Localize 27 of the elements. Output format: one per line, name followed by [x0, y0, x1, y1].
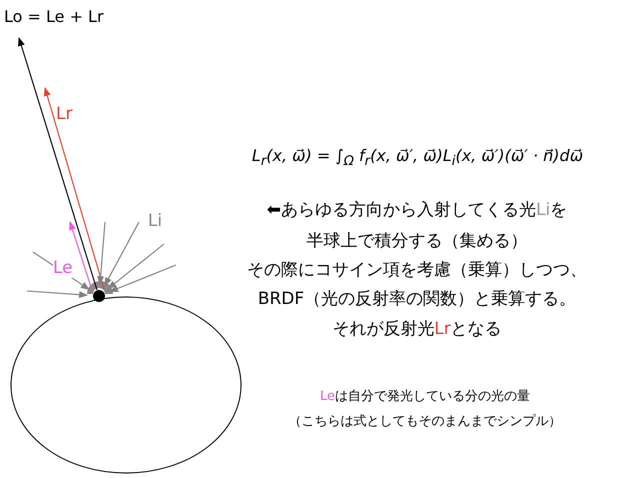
explanation-text: ⬅あらゆる方向から入射してくる光 [266, 200, 536, 220]
explanation-text: となる [450, 319, 502, 340]
explanation-text: BRDF（光の反射率の関数）と乗算する。 [258, 289, 576, 310]
arrow [108, 244, 164, 290]
rendering-equation: L$_{r}$(x, ω⃗) = ∫$_{Ω}$ f$_{r}$(x, ω⃗′, ω⃗)L$_{i}$(x, ω⃗′)(ω⃗′ · n⃗)dω⃗ [252, 146, 584, 170]
ray-label: Li [148, 211, 162, 232]
arrow [26, 290, 88, 298]
arrow [44, 87, 105, 290]
note-text: （こちらは式としてもそのまんまでシンプル） [288, 414, 562, 430]
explanation-text: その際にコサイン項を考慮（乗算）しつつ、 [247, 260, 587, 280]
explanation-text: Li [536, 200, 550, 220]
arrow [32, 252, 90, 290]
surface-point [93, 290, 105, 302]
edge-label: Le [53, 258, 73, 278]
explanation-text: を [550, 200, 568, 220]
explanation-text: 半球上で積分する（集める） [306, 231, 528, 252]
equation-label: Lo = Le + Lr [4, 7, 104, 26]
edge-label: Lr [56, 104, 72, 124]
explanation-text: Lr [434, 319, 451, 340]
note-text: は自分で発光している分の光の量 [335, 389, 530, 405]
explanation-text: それが反射光 [332, 319, 434, 340]
arrow [18, 37, 98, 290]
arrow [97, 222, 106, 285]
arrow [109, 264, 176, 292]
arrow [69, 221, 93, 290]
note-text: Le [320, 389, 335, 405]
arrow [104, 222, 140, 286]
